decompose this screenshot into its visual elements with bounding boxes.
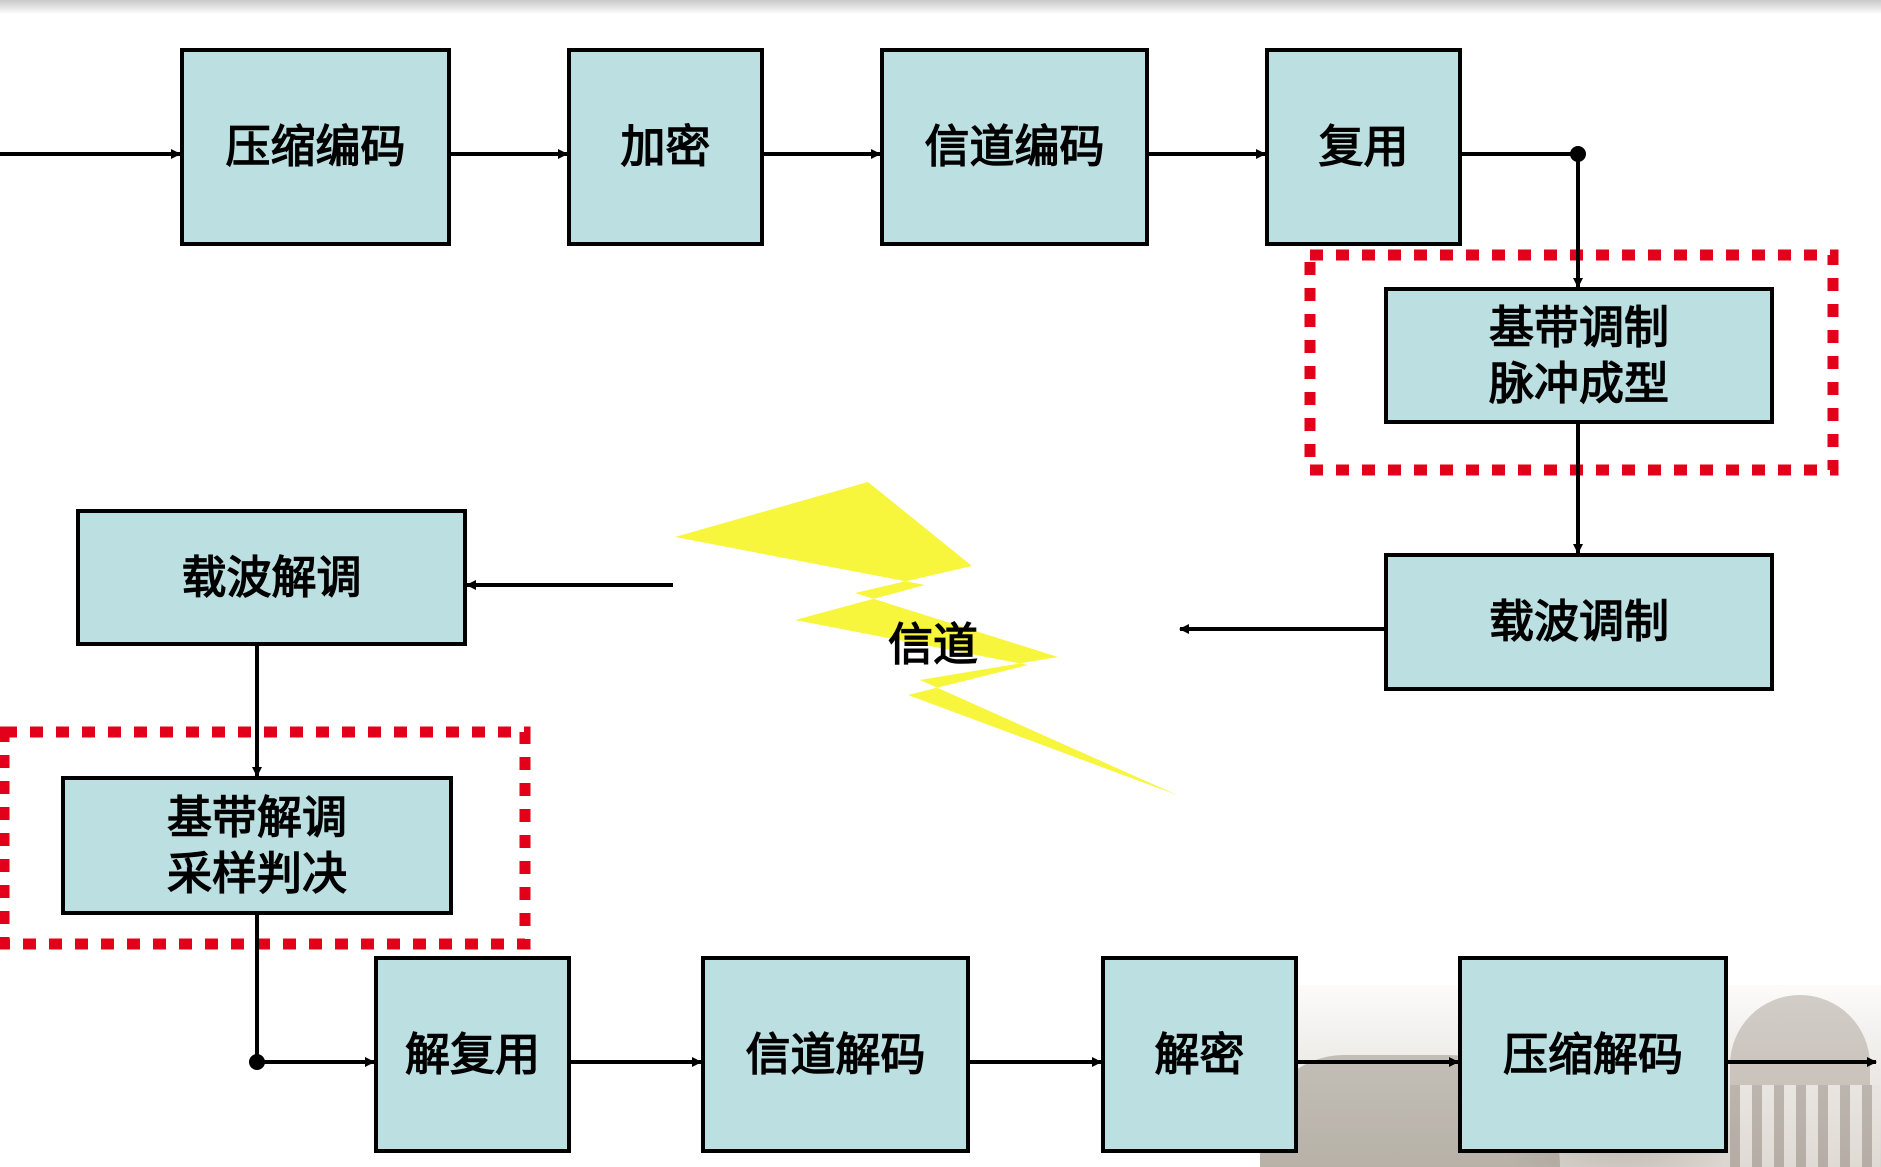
encrypt-box: 加密	[567, 48, 764, 246]
junction-dot-top	[1570, 146, 1586, 162]
multiplex-label: 复用	[1318, 120, 1409, 173]
compress-encode-label: 压缩编码	[225, 120, 406, 173]
compress-encode-box: 压缩编码	[180, 48, 451, 246]
photo-building-pillars	[1730, 1085, 1880, 1167]
decrypt-label: 解密	[1154, 1027, 1245, 1081]
channel-decode-label: 信道解码	[745, 1027, 926, 1081]
channel-encode-label: 信道编码	[924, 120, 1105, 173]
baseband-demod-box: 基带解调 采样判决	[61, 776, 453, 915]
decompress-decode-label: 压缩解码	[1502, 1027, 1683, 1081]
decompress-decode-box: 压缩解码	[1458, 956, 1728, 1153]
demultiplex-box: 解复用	[374, 956, 571, 1153]
baseband-demod-label-2: 采样判决	[166, 846, 347, 900]
carrier-mod-label: 载波调制	[1488, 595, 1669, 648]
channel-decode-box: 信道解码	[701, 956, 970, 1153]
encrypt-label: 加密	[620, 120, 711, 173]
baseband-mod-label-2: 脉冲成型	[1488, 356, 1669, 410]
baseband-demod-label-1: 基带解调	[166, 790, 347, 844]
carrier-demod-box: 载波解调	[76, 509, 467, 646]
multiplex-box: 复用	[1265, 48, 1462, 246]
slide-top-bar	[0, 0, 1881, 14]
baseband-mod-box: 基带调制 脉冲成型	[1384, 287, 1774, 424]
junction-dot-bottom	[249, 1054, 265, 1070]
carrier-mod-box: 载波调制	[1384, 553, 1774, 691]
baseband-mod-label-1: 基带调制	[1488, 300, 1669, 354]
channel-lightning	[675, 482, 1177, 795]
decrypt-box: 解密	[1101, 956, 1298, 1153]
channel-label: 信道	[888, 618, 979, 671]
carrier-demod-label: 载波解调	[181, 550, 362, 604]
highlight-baseband-mod	[1304, 249, 1839, 476]
highlight-baseband-demod	[0, 726, 531, 950]
demultiplex-label: 解复用	[404, 1027, 540, 1081]
channel-encode-box: 信道编码	[880, 48, 1149, 246]
